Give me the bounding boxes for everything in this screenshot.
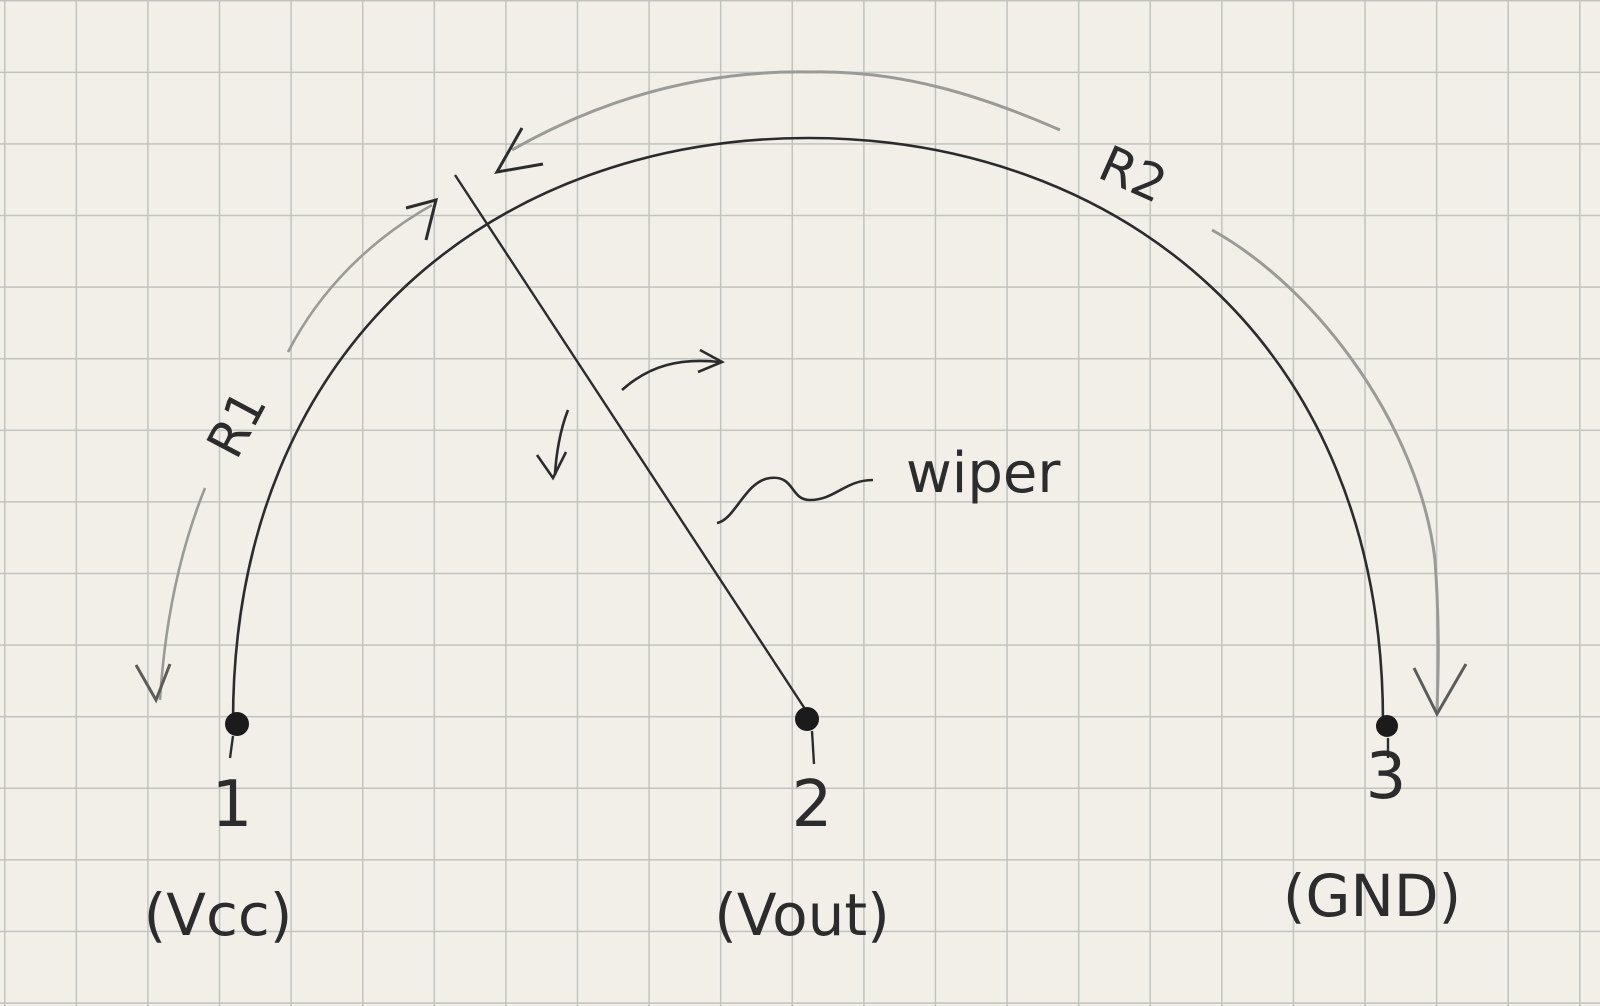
pin-1-number: 1 — [212, 768, 253, 842]
pin-2-number: 2 — [792, 768, 833, 842]
terminal-3-dot — [1376, 715, 1398, 737]
wiper-line — [453, 174, 809, 713]
rotation-arrowhead-down-icon — [535, 451, 568, 481]
r1-span-arrow — [158, 203, 433, 701]
r2-label: R2 — [1091, 134, 1175, 214]
rotation-arrowhead-right-icon — [697, 348, 726, 374]
wiper-rotation-arrow — [553, 359, 721, 476]
terminal-1-lead — [228, 735, 235, 759]
pin-1-name: (Vcc) — [144, 881, 293, 949]
terminal-1-dot — [225, 712, 249, 736]
pin-3-name: (GND) — [1283, 862, 1461, 930]
pin-2-name: (Vout) — [714, 881, 889, 949]
r1-arrowhead-bottom-icon — [134, 663, 172, 704]
resistive-track-arc — [231, 136, 1385, 723]
r2-span-arrow — [511, 70, 1440, 711]
wiper-label: wiper — [906, 441, 1061, 506]
r2-arrowhead-top-icon — [494, 127, 544, 175]
pin-3-number: 3 — [1366, 740, 1407, 814]
wiper-leader-squiggle — [716, 476, 874, 525]
terminal-2-lead — [810, 730, 816, 765]
r1-label: R1 — [196, 381, 278, 467]
r1-arrowhead-top-icon — [405, 197, 439, 241]
r2-arrowhead-bottom-icon — [1412, 663, 1468, 718]
terminal-2-dot — [795, 707, 819, 731]
